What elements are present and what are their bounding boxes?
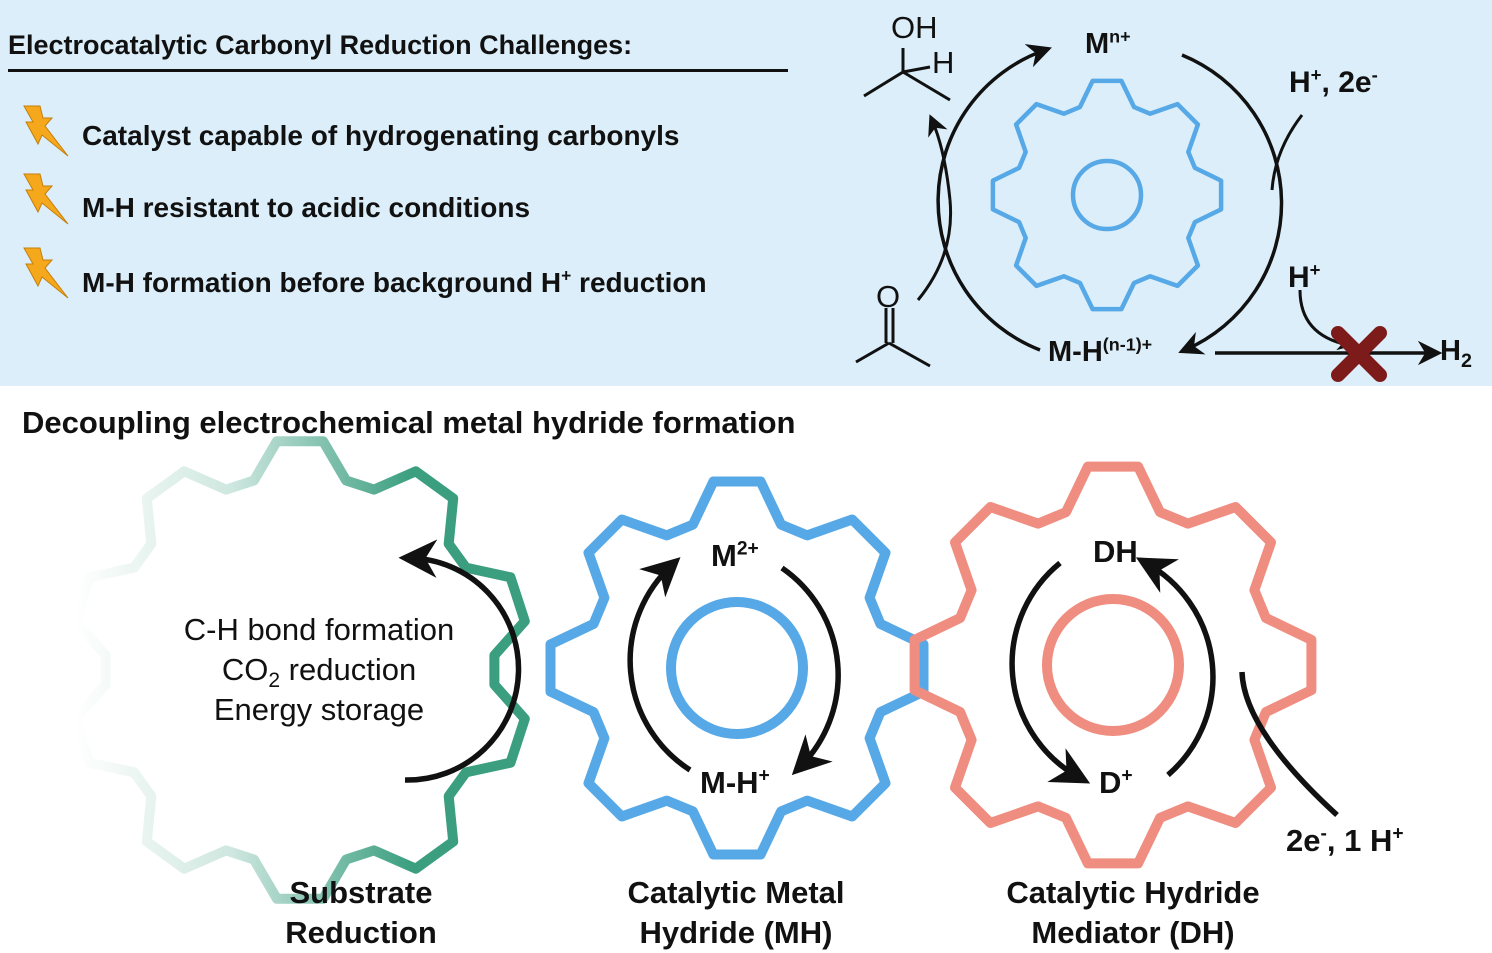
hydrogen-label: H [932,45,955,80]
proton-label: H+ [1288,259,1321,294]
application-item: C-H bond formation [183,612,455,647]
ketone-in-arrow [916,199,953,301]
top-catalyst-gear [990,78,1224,312]
challenge-item: M-H formation before background H+ reduc… [82,265,707,298]
title-underline [8,69,788,72]
ketone-molecule [855,308,931,368]
electron-proton-input-label: 2e-, 1 H+ [1286,823,1404,858]
application-item: CO2 reduction [221,652,417,693]
cycle-arc-right [1178,53,1284,355]
lightning-icon [23,247,69,299]
metal-label: Mn+ [1085,26,1131,60]
mediator-cycle-arc-right [1135,557,1216,778]
metal-hydride-label: M-H(n-1)+ [1048,334,1153,368]
challenge-item: M-H resistant to acidic conditions [82,192,531,223]
mediator-cycle-arc-left [1009,560,1091,784]
electron-input-arrow [1239,671,1339,818]
alcohol-molecule [863,48,951,102]
dihydrogen-label: H2 [1440,335,1472,372]
hydride-mediator-gear [909,461,1317,869]
substrate-gear [70,436,530,904]
alcohol-out-arrow [928,114,952,201]
metal-cycle-arc-left [627,557,692,773]
lightning-icon [23,105,69,157]
substrate-reduction-arrow [398,539,522,783]
metal-oxidized-label: M2+ [711,538,759,573]
application-item: Energy storage [213,692,425,727]
mediator-oxidized-label: D+ [1099,765,1133,800]
metal-cycle-arc-right [780,565,841,776]
challenges-title: Electrocatalytic Carbonyl Reduction Chal… [8,30,633,60]
carbonyl-oxygen-label: O [876,279,901,314]
proton-electron-input-arrow [1270,114,1304,191]
challenges-panel [0,0,1492,386]
blocked-cross-icon [1331,326,1387,382]
proton-electron-label: H+, 2e- [1289,64,1378,99]
metal-hydride-gear [545,476,929,860]
mediator-reduced-label: DH [1093,534,1138,569]
challenge-item: Catalyst capable of hydrogenating carbon… [82,120,680,151]
hydroxyl-label: OH [891,10,938,45]
lightning-icon [23,173,69,225]
metal-hydride-state-label: M-H+ [700,765,770,800]
cycle-arc-left [936,44,1052,352]
decoupling-title: Decoupling electrochemical metal hydride… [22,405,796,440]
